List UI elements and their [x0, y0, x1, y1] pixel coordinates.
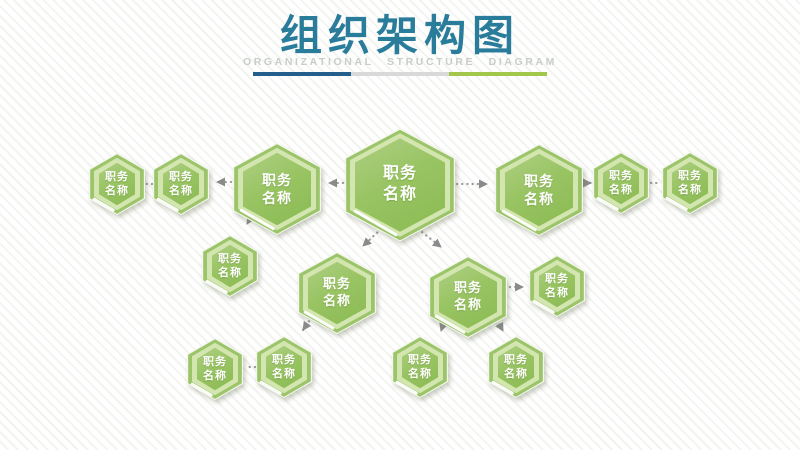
- org-node-label: 职务 名称: [453, 280, 482, 312]
- org-node-label: 职务 名称: [203, 355, 227, 382]
- hexagon-shape: 职务 名称: [495, 144, 583, 236]
- hexagon-shape: 职务 名称: [345, 128, 455, 242]
- org-node-right-small-1[interactable]: 职务 名称: [593, 152, 649, 214]
- connector-root-to-mid-right: [416, 227, 443, 249]
- org-node-left-medium[interactable]: 职务 名称: [233, 143, 321, 235]
- connector-root-to-mid-left: [361, 227, 383, 248]
- org-node-left-branch-child[interactable]: 职务 名称: [202, 235, 258, 297]
- hexagon-shape: 职务 名称: [153, 153, 209, 215]
- org-node-label: 职务 名称: [504, 353, 528, 380]
- hexagon-shape: 职务 名称: [233, 143, 321, 235]
- org-node-bottom-left-2[interactable]: 职务 名称: [256, 336, 312, 398]
- org-node-label: 职务 名称: [609, 169, 633, 196]
- org-node-label: 职务 名称: [408, 353, 432, 380]
- slide-title: 组织架构图: [279, 12, 520, 59]
- org-node-label: 职务 名称: [545, 272, 569, 299]
- org-node-left-small-2[interactable]: 职务 名称: [153, 153, 209, 215]
- org-node-label: 职务 名称: [382, 165, 417, 203]
- org-node-label: 职务 名称: [322, 276, 351, 308]
- connector-mid-right-to-bottom-right-1: [439, 317, 448, 333]
- org-node-label: 职务 名称: [272, 353, 296, 380]
- org-node-mid-right[interactable]: 职务 名称: [429, 256, 507, 338]
- slide-header: 组织架构图 ORGANIZATIONAL STRUCTURE DIAGRAM: [0, 0, 800, 76]
- connector-mid-right-to-bottom-right-2: [495, 318, 505, 333]
- org-node-label: 职务 名称: [524, 172, 554, 207]
- hexagon-shape: 职务 名称: [488, 336, 544, 398]
- hexagon-shape: 职务 名称: [187, 338, 243, 400]
- underline-segment-gray: [351, 72, 449, 76]
- hexagon-shape: 职务 名称: [429, 256, 507, 338]
- org-node-bottom-left-1[interactable]: 职务 名称: [187, 338, 243, 400]
- org-node-label: 职务 名称: [105, 170, 129, 197]
- connector-left-medium-to-left-branch-child: [245, 207, 258, 226]
- hexagon-shape: 职务 名称: [392, 336, 448, 398]
- hexagon-shape: 职务 名称: [593, 152, 649, 214]
- org-node-right-medium[interactable]: 职务 名称: [495, 144, 583, 236]
- hexagon-shape: 职务 名称: [662, 152, 718, 214]
- underline-segment-blue: [253, 72, 351, 76]
- hexagon-shape: 职务 名称: [202, 235, 258, 297]
- org-node-mid-left[interactable]: 职务 名称: [298, 252, 376, 334]
- slide-subtitle: ORGANIZATIONAL STRUCTURE DIAGRAM: [242, 56, 558, 68]
- org-node-mid-right-side[interactable]: 职务 名称: [529, 255, 585, 317]
- title-underline: [253, 72, 547, 76]
- org-node-root[interactable]: 职务 名称: [345, 128, 455, 242]
- org-node-right-small-2[interactable]: 职务 名称: [662, 152, 718, 214]
- hexagon-shape: 职务 名称: [256, 336, 312, 398]
- org-node-label: 职务 名称: [169, 170, 193, 197]
- hexagon-shape: 职务 名称: [298, 252, 376, 334]
- org-node-bottom-right-2[interactable]: 职务 名称: [488, 336, 544, 398]
- org-node-label: 职务 名称: [678, 169, 702, 196]
- org-node-label: 职务 名称: [262, 171, 292, 206]
- underline-segment-green: [449, 72, 547, 76]
- org-node-left-small-1[interactable]: 职务 名称: [89, 153, 145, 215]
- hexagon-shape: 职务 名称: [529, 255, 585, 317]
- org-node-bottom-right-1[interactable]: 职务 名称: [392, 336, 448, 398]
- org-node-label: 职务 名称: [218, 252, 242, 279]
- hexagon-shape: 职务 名称: [89, 153, 145, 215]
